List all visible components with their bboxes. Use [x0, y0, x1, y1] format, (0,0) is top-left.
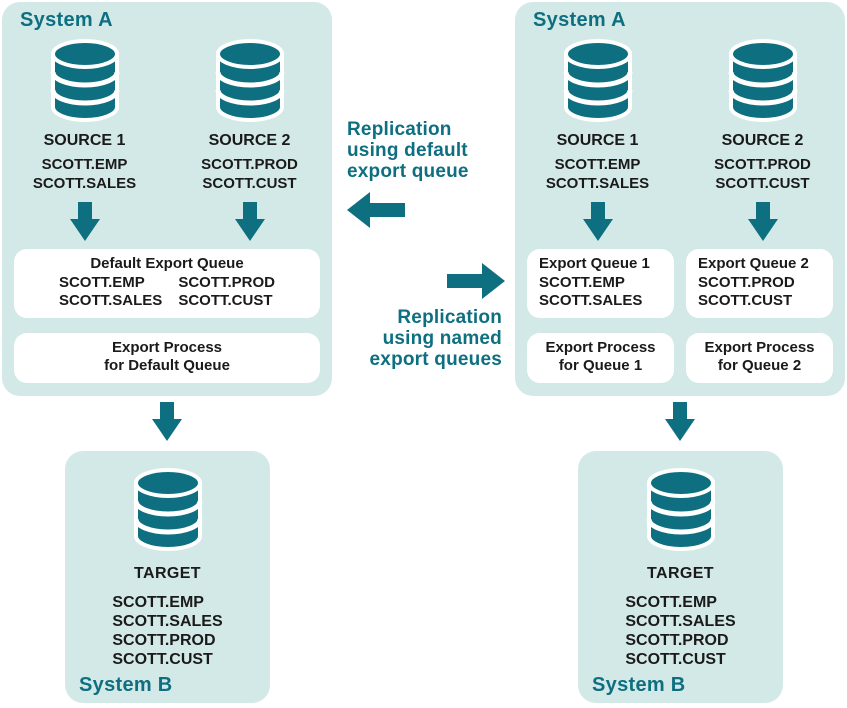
system-a-title: System A — [533, 9, 626, 31]
target-group: TARGET SCOTT.EMP SCOTT.SALES SCOTT.PROD … — [578, 451, 783, 669]
panel-system-a-default: System A SOURCE 1 SCOTT.EMP SCOTT.SALES … — [2, 2, 332, 396]
table-name: SCOTT.CUST — [715, 175, 810, 192]
sources-row: SOURCE 1 SCOTT.EMP SCOTT.SALES SOURCE 2 … — [2, 38, 332, 241]
table-name: SCOTT.EMP — [625, 594, 717, 611]
arrow-down-icon — [748, 202, 778, 241]
table-name: SCOTT.PROD — [178, 273, 276, 291]
table-name: SCOTT.CUST — [178, 292, 273, 309]
arrow-down-icon — [70, 202, 100, 241]
queue-column-2: SCOTT.PROD SCOTT.CUST — [178, 274, 275, 311]
system-b-title: System B — [592, 674, 686, 696]
target-label: TARGET — [134, 565, 201, 582]
sources-row: SOURCE 1 SCOTT.EMP SCOTT.SALES SOURCE 2 … — [515, 38, 845, 241]
panel-system-b-left: TARGET SCOTT.EMP SCOTT.SALES SCOTT.PROD … — [65, 451, 270, 703]
table-name: SCOTT.SALES — [58, 292, 163, 309]
export-process-queue-2-box: Export Process for Queue 2 — [686, 332, 833, 383]
panel-system-a-named: System A SOURCE 1 SCOTT.EMP SCOTT.SALES … — [515, 2, 845, 396]
source-1-group: SOURCE 1 SCOTT.EMP SCOTT.SALES — [515, 38, 680, 241]
table-name: SCOTT.PROD — [714, 156, 811, 173]
target-group: TARGET SCOTT.EMP SCOTT.SALES SCOTT.PROD … — [65, 451, 270, 669]
queue-column-1: SCOTT.EMP SCOTT.SALES — [59, 274, 162, 311]
table-name: SCOTT.EMP — [58, 273, 145, 291]
source-2-group: SOURCE 2 SCOTT.PROD SCOTT.CUST — [167, 38, 332, 241]
table-name: SCOTT.SALES — [625, 613, 736, 630]
caption-default-queue: Replication using default export queue — [347, 119, 469, 182]
arrow-down-icon — [152, 402, 182, 441]
arrow-right-icon — [447, 263, 505, 299]
table-name: SCOTT.CUST — [112, 651, 213, 668]
source-label: SOURCE 2 — [208, 132, 291, 149]
system-a-title: System A — [20, 9, 113, 31]
source-label: SOURCE 1 — [556, 132, 639, 149]
source-label: SOURCE 2 — [721, 132, 804, 149]
table-name: SCOTT.EMP — [554, 156, 641, 173]
panel-system-b-right: TARGET SCOTT.EMP SCOTT.SALES SCOTT.PROD … — [578, 451, 783, 703]
source-tables: SCOTT.EMP SCOTT.SALES — [33, 155, 136, 193]
export-queue-1-box: Export Queue 1 SCOTT.EMP SCOTT.SALES — [527, 249, 674, 318]
table-name: SCOTT.CUST — [625, 651, 726, 668]
target-label: TARGET — [647, 565, 714, 582]
database-icon — [725, 38, 801, 124]
table-name: SCOTT.SALES — [539, 292, 643, 309]
source-tables: SCOTT.PROD SCOTT.CUST — [714, 155, 811, 193]
table-name: SCOTT.SALES — [112, 613, 223, 630]
database-icon — [643, 467, 719, 553]
database-icon — [47, 38, 123, 124]
table-name: SCOTT.CUST — [202, 175, 297, 192]
table-name: SCOTT.PROD — [625, 632, 729, 649]
table-name: SCOTT.PROD — [698, 273, 795, 291]
table-name: SCOTT.SALES — [32, 175, 137, 192]
source-2-group: SOURCE 2 SCOTT.PROD SCOTT.CUST — [680, 38, 845, 241]
queue-columns: SCOTT.EMP SCOTT.SALES SCOTT.PROD SCOTT.C… — [14, 274, 320, 311]
table-name: SCOTT.CUST — [698, 292, 793, 309]
queue-box-title: Export Queue 2 — [698, 255, 809, 272]
database-icon — [130, 467, 206, 553]
arrow-left-icon — [347, 192, 405, 228]
caption-named-queues: Replication using named export queues — [369, 307, 502, 370]
source-label: SOURCE 1 — [43, 132, 126, 149]
queue-box-title: Export Queue 1 — [539, 255, 650, 272]
arrow-down-icon — [235, 202, 265, 241]
queue-box-title: Default Export Queue — [90, 255, 244, 272]
table-name: SCOTT.EMP — [539, 273, 625, 291]
table-name: SCOTT.PROD — [112, 632, 216, 649]
table-name: SCOTT.EMP — [41, 156, 128, 173]
default-export-queue-box: Default Export Queue SCOTT.EMP SCOTT.SAL… — [14, 249, 320, 318]
table-name: SCOTT.EMP — [112, 594, 204, 611]
arrow-down-icon — [665, 402, 695, 441]
table-name: SCOTT.PROD — [201, 156, 298, 173]
database-icon — [212, 38, 288, 124]
export-process-queue-1-box: Export Process for Queue 1 — [527, 332, 674, 383]
target-tables: SCOTT.EMP SCOTT.SALES SCOTT.PROD SCOTT.C… — [625, 593, 735, 669]
source-tables: SCOTT.EMP SCOTT.SALES — [546, 155, 649, 193]
process-row: Export Process for Queue 1 Export Proces… — [527, 332, 833, 383]
table-name: SCOTT.SALES — [545, 175, 650, 192]
named-queues-row: Export Queue 1 SCOTT.EMP SCOTT.SALES Exp… — [527, 249, 833, 318]
source-1-group: SOURCE 1 SCOTT.EMP SCOTT.SALES — [2, 38, 167, 241]
source-tables: SCOTT.PROD SCOTT.CUST — [201, 155, 298, 193]
export-queue-2-box: Export Queue 2 SCOTT.PROD SCOTT.CUST — [686, 249, 833, 318]
target-tables: SCOTT.EMP SCOTT.SALES SCOTT.PROD SCOTT.C… — [112, 593, 222, 669]
database-icon — [560, 38, 636, 124]
arrow-down-icon — [583, 202, 613, 241]
system-b-title: System B — [79, 674, 173, 696]
export-process-box: Export Process for Default Queue — [14, 332, 320, 383]
